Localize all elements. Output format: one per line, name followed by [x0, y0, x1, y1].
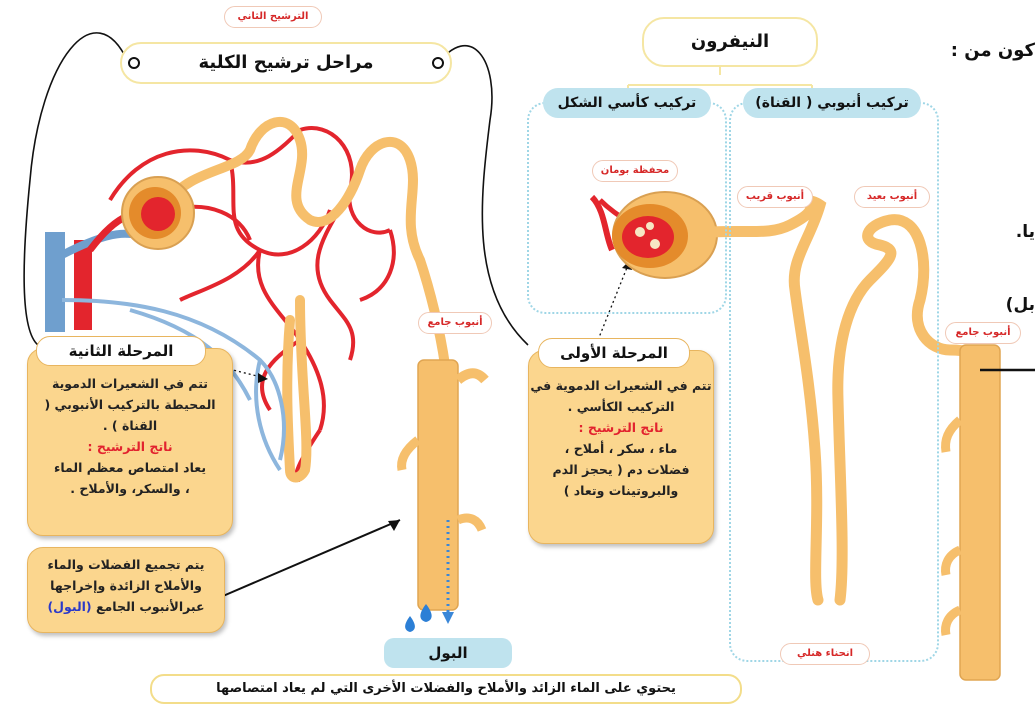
stage1-line4: فضلات دم ( يحجز الدم [529, 459, 713, 480]
collecting-duct-right [960, 345, 1000, 680]
urine-description: يحتوي على الماء الزائد والأملاح والفضلات… [150, 674, 742, 704]
label-bowman: محفظة بومان [592, 160, 678, 182]
stage1-box: تتم في الشعيرات الدموية في التركيب الكأس… [528, 350, 714, 544]
stage1-line3: ماء ، سكر ، أملاح ، [529, 438, 713, 459]
connector-curve-right [437, 46, 528, 345]
collect-line3: عبرالأنبوب الجامع [96, 599, 205, 614]
collect-box: يتم تجميع الفضلات والماء والأملاح الزائد… [27, 547, 225, 633]
nephron-title: النيفرون [642, 17, 818, 67]
cup-structure-header: تركيب كأسي الشكل [543, 88, 711, 118]
right-dot-icon [432, 57, 444, 69]
stage1-title: المرحلة الأولى [538, 338, 690, 368]
stage2-box: تتم في الشعيرات الدموية المحيطة بالتركيب… [27, 348, 233, 536]
stage2-line1: تتم في الشعيرات الدموية [28, 373, 232, 394]
stage1-line2: التركيب الكأسي . [529, 396, 713, 417]
cut-text-mid2: بل) [998, 295, 1035, 315]
urine-drop-1 [405, 616, 415, 632]
left-dot-icon [128, 57, 140, 69]
collect-urine-word: (البول) [47, 599, 91, 614]
label-henle: انحناء هنلي [780, 643, 870, 665]
stage2-line5: ، والسكر، والأملاح . [28, 478, 232, 499]
label-distal: أنبوب بعيد [854, 186, 930, 208]
stage2-title: المرحلة الثانية [36, 336, 206, 366]
label-proximal: أنبوب قريب [737, 186, 813, 208]
stage1-line5: والبروتينات وتعاد ) [529, 480, 713, 501]
stage1-product-label: ناتج الترشيح : [529, 417, 713, 438]
label-collecting-right: أنبوب جامع [945, 322, 1021, 344]
tubular-structure-header: تركيب أنبوبي ( القناة) [743, 88, 921, 118]
collect-line3-wrap: عبرالأنبوب الجامع (البول) [28, 596, 224, 617]
vein-vessel [45, 232, 65, 332]
urine-header: البول [384, 638, 512, 668]
cup-structure-box [527, 102, 727, 314]
collect-line1: يتم تجميع الفضلات والماء [28, 554, 224, 575]
stage2-product-label: ناتج الترشيح : [28, 436, 232, 457]
stage2-line2: المحيطة بالتركيب الأنبوبي ( [28, 394, 232, 415]
cut-text-top: كون من : [951, 40, 1035, 61]
stages-title-text: مراحل ترشيح الكلية [198, 52, 373, 73]
stage2-tag: الترشيح الثاني [224, 6, 322, 28]
cut-text-mid1: يا. [1012, 222, 1035, 242]
collect-line2: والأملاح الزائدة وإخراجها [28, 575, 224, 596]
label-collecting-left: أنبوب جامع [418, 312, 492, 334]
stage1-line1: تتم في الشعيرات الدموية في [529, 375, 713, 396]
stage2-line4: يعاد امتصاص معظم الماء [28, 457, 232, 478]
stage2-line3: القناة ) . [28, 415, 232, 436]
artery-vessel [74, 240, 92, 330]
stages-title: مراحل ترشيح الكلية [120, 42, 452, 84]
